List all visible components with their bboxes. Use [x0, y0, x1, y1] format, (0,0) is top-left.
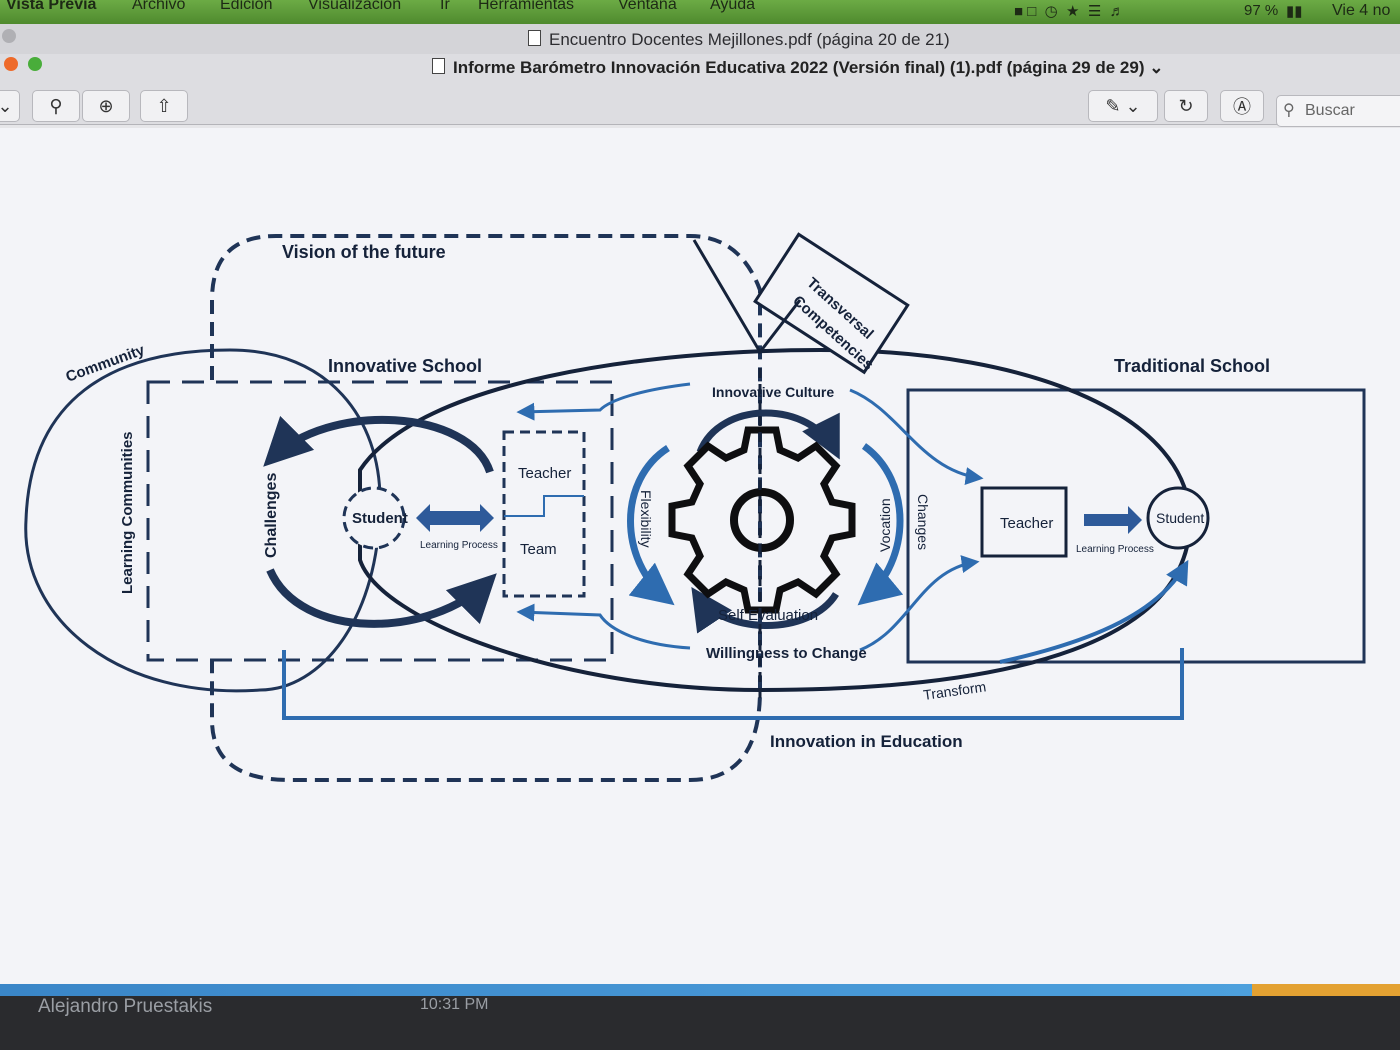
- culture-arrow-bottom: [516, 603, 691, 650]
- label-self-evaluation: Self Evaluation: [718, 607, 818, 624]
- transversal-arrow: [692, 239, 802, 355]
- label-teacher-left: Teacher: [518, 465, 571, 482]
- window-close-button[interactable]: [2, 29, 16, 43]
- learning-double-arrow: [416, 504, 494, 532]
- menu-edicion[interactable]: Edición: [220, 0, 273, 13]
- label-vocation: Vocation: [877, 498, 893, 552]
- label-innovation: Innovation in Education: [770, 732, 963, 751]
- share-icon: ⇧: [156, 95, 172, 116]
- label-vision: Vision of the future: [282, 242, 446, 262]
- teacher-right-box: [980, 486, 1068, 558]
- progress-bar-orange: [1252, 984, 1400, 996]
- rotate-button[interactable]: ↻: [1164, 90, 1208, 122]
- teacher-team-box: [502, 430, 586, 598]
- toolbar: Informe Barómetro Innovación Educativa 2…: [0, 54, 1400, 125]
- student-left-circle: [342, 486, 406, 550]
- pdf-page: Vision of the future Transversal Compete…: [0, 128, 1400, 986]
- label-learning-process-right: Learning Process: [1076, 544, 1154, 555]
- cycle-arrow-left: [627, 445, 675, 606]
- label-team: Team: [520, 541, 557, 558]
- label-innovative-culture: Innovative Culture: [712, 384, 834, 400]
- sidebar-toggle-button[interactable]: ⌄: [0, 90, 20, 122]
- zoom-out-button[interactable]: ⚲: [32, 90, 80, 122]
- window-minimize-button[interactable]: [4, 57, 18, 71]
- annotate-button[interactable]: Ⓐ: [1220, 90, 1264, 122]
- innovative-school-box: [146, 380, 614, 662]
- menu-herramientas[interactable]: Herramientas: [478, 0, 575, 13]
- teacher-to-student-arrow: [1084, 506, 1142, 534]
- cycle-arrow-right: [857, 443, 904, 606]
- innovation-diagram: Vision of the future Transversal Compete…: [24, 232, 1366, 782]
- label-teacher-right: Teacher: [1000, 515, 1053, 532]
- menu-ventana[interactable]: Ventana: [618, 0, 677, 13]
- menu-clock[interactable]: Vie 4 no: [1332, 2, 1391, 19]
- label-flexibility: Flexibility: [638, 490, 654, 548]
- label-traditional-school: Traditional School: [1114, 356, 1270, 376]
- cycle-arrow-bottom: [691, 587, 839, 634]
- pen-icon: ✎: [1105, 95, 1121, 116]
- markup-button[interactable]: ✎ ⌄: [1088, 90, 1158, 122]
- search-field[interactable]: ⚲ Buscar: [1276, 95, 1400, 127]
- status-icons[interactable]: ■ □ ◷ ★ ☰ ♬: [1014, 3, 1125, 20]
- zoom-in-button[interactable]: ⊕: [82, 90, 130, 122]
- menu-app-name[interactable]: Vista Previa: [6, 0, 97, 13]
- transversal-competencies-box: [753, 232, 910, 375]
- student-right-arrow: [999, 559, 1189, 664]
- label-challenges: Challenges: [263, 473, 280, 558]
- changes-arrow-bottom: [859, 555, 980, 652]
- menu-bar: Vista Previa Archivo Edición Visualizaci…: [0, 0, 1400, 24]
- search-icon: ⚲: [1283, 102, 1295, 119]
- traditional-school-box: [906, 388, 1366, 664]
- label-innovative-school: Innovative School: [328, 356, 482, 376]
- gear-icon: [668, 426, 856, 614]
- menu-ir[interactable]: Ir: [440, 0, 450, 13]
- window-zoom-button[interactable]: [28, 57, 42, 71]
- challenges-loop-top: [263, 415, 494, 474]
- zoom-out-icon: ⚲: [49, 95, 63, 116]
- cycle-arrow-top: [696, 409, 840, 460]
- dock-time: 10:31 PM: [420, 996, 489, 1013]
- annotate-icon: Ⓐ: [1233, 97, 1251, 117]
- label-student-right: Student: [1156, 510, 1204, 526]
- battery-percent: 97 %: [1244, 2, 1279, 19]
- share-button[interactable]: ⇧: [140, 90, 188, 122]
- culture-arrow-top: [516, 382, 691, 421]
- pdf-icon: [432, 58, 445, 74]
- zoom-in-icon: ⊕: [98, 95, 114, 116]
- pdf-icon: [528, 30, 541, 46]
- community-circle: [24, 348, 382, 693]
- tab-bar: Encuentro Docentes Mejillones.pdf (págin…: [0, 24, 1400, 55]
- label-student-left: Student: [352, 510, 408, 527]
- changes-arrow-top: [849, 388, 984, 486]
- menu-ayuda[interactable]: Ayuda: [710, 0, 756, 13]
- rotate-icon: ↻: [1178, 95, 1194, 116]
- student-right-circle: [1146, 486, 1210, 550]
- menu-visualizacion[interactable]: Visualización: [308, 0, 402, 13]
- battery-icon[interactable]: ▮▮: [1286, 3, 1303, 20]
- challenges-loop-bottom: [266, 568, 497, 628]
- menu-archivo[interactable]: Archivo: [132, 0, 186, 13]
- label-learning-communities: Learning Communities: [119, 431, 136, 594]
- progress-bar-blue: [0, 984, 1252, 996]
- label-learning-process-left: Learning Process: [420, 540, 498, 551]
- search-placeholder: Buscar: [1305, 102, 1355, 119]
- tab-title[interactable]: Encuentro Docentes Mejillones.pdf (págin…: [528, 30, 950, 50]
- label-willingness: Willingness to Change: [706, 645, 867, 662]
- label-changes: Changes: [915, 494, 931, 550]
- document-title[interactable]: Informe Barómetro Innovación Educativa 2…: [432, 58, 1163, 78]
- dock-user-name: Alejandro Pruestakis: [38, 996, 213, 1017]
- transform-bracket: [282, 648, 1184, 720]
